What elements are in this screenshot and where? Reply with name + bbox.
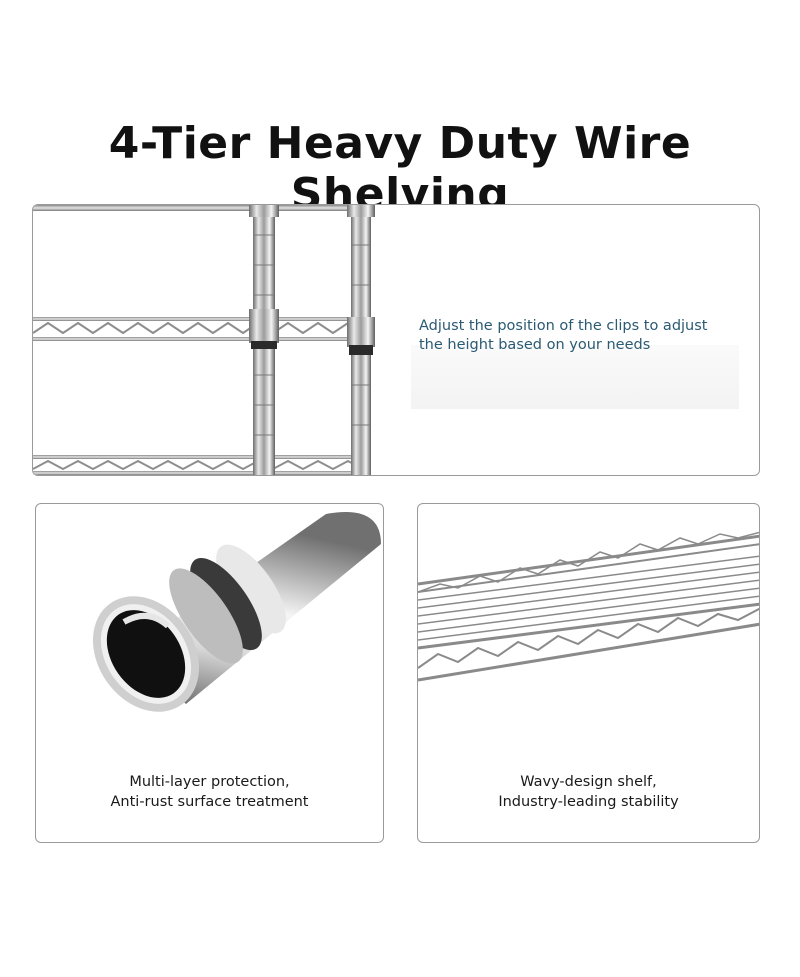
note-line-1: Adjust the position of the clips to adju… [419,318,708,334]
note-backdrop [411,345,739,409]
clip-adjust-panel: Adjust the position of the clips to adju… [32,204,760,476]
page-title: 4-Tier Heavy Duty Wire Shelving [108,118,692,220]
clip-adjust-note: Adjust the position of the clips to adju… [419,317,749,355]
caption-line-2: Industry-leading stability [498,794,679,810]
caption-line-1: Multi-layer protection, [129,774,290,790]
caption-line-2: Anti-rust surface treatment [110,794,309,810]
wavy-shelf-panel: Wavy-design shelf, Industry-leading stab… [417,503,760,843]
anti-rust-panel: Multi-layer protection, Anti-rust surfac… [35,503,384,843]
tube-cross-section-photo-icon [92,512,381,712]
wire-shelf-photo-icon [418,531,759,682]
note-line-2: the height based on your needs [419,337,651,353]
caption-line-1: Wavy-design shelf, [520,774,657,790]
shelf-post-clip-photo-icon [33,205,375,475]
stability-caption: Wavy-design shelf, Industry-leading stab… [418,772,759,812]
anti-rust-caption: Multi-layer protection, Anti-rust surfac… [36,772,383,812]
